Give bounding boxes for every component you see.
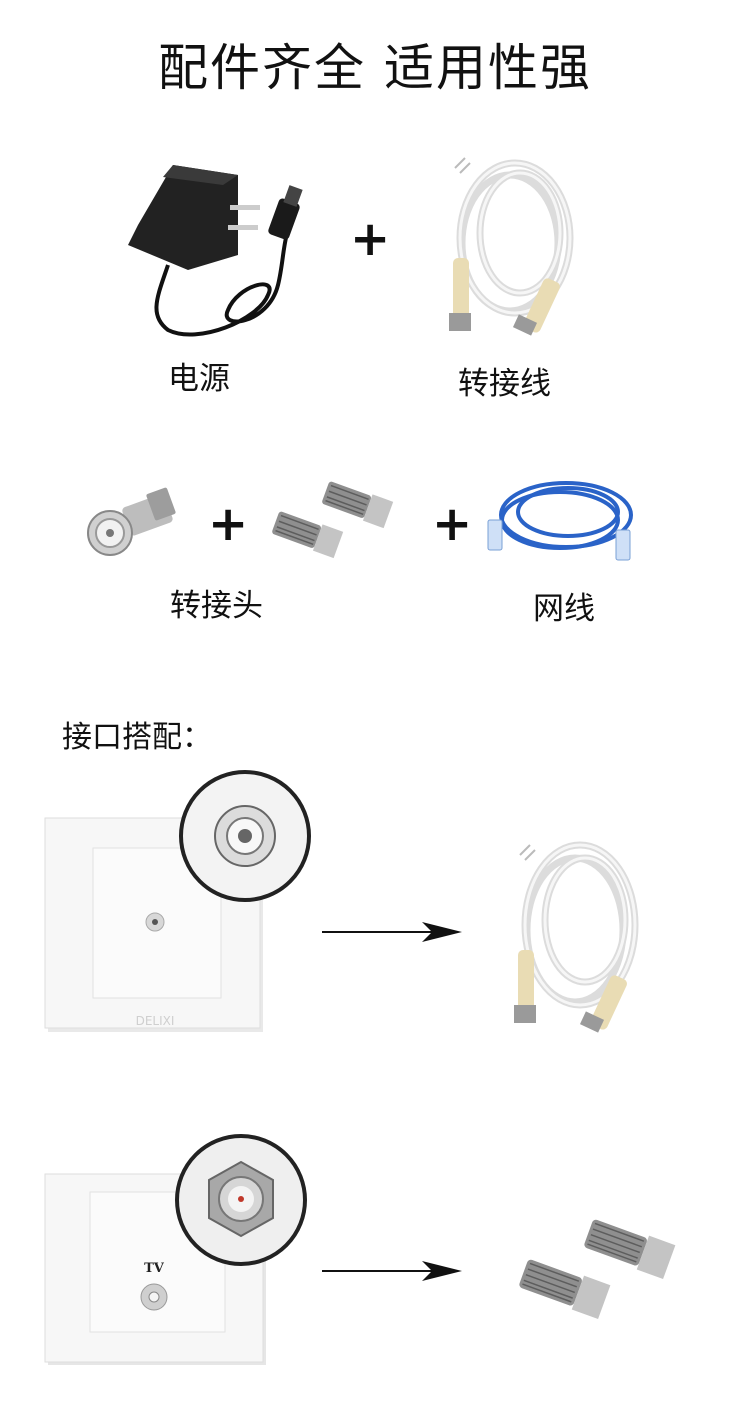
coax-cable-result-image — [514, 841, 639, 1033]
f-type-wall-plate-image: TV — [44, 1134, 307, 1365]
bnc-adapter-image — [87, 487, 176, 556]
wall-plate-brand: DELIXI — [136, 1014, 175, 1028]
page-title: 配件齐全 适用性强 — [158, 39, 592, 97]
coax-cable-image — [449, 157, 574, 336]
f-connectors-result-image — [519, 1219, 676, 1320]
plus-sign-3: + — [432, 496, 473, 552]
adapter-head-label: 转接头 — [170, 588, 263, 624]
arrow-2 — [322, 1261, 462, 1281]
arrow-1 — [322, 922, 462, 942]
section-title: 接口搭配： — [62, 720, 212, 755]
f-connectors-image — [272, 481, 394, 559]
cable-label: 转接线 — [458, 366, 551, 402]
power-label: 电源 — [168, 361, 230, 397]
power-adapter-image — [128, 165, 303, 337]
plus-sign-1: + — [350, 211, 391, 267]
network-cable-label: 网线 — [533, 591, 595, 627]
plus-sign-2: + — [208, 496, 249, 552]
network-cable-image — [487, 481, 633, 561]
coax-wall-plate-image: DELIXI — [44, 770, 311, 1032]
wall-plate-tv-label: TV — [144, 1261, 165, 1276]
